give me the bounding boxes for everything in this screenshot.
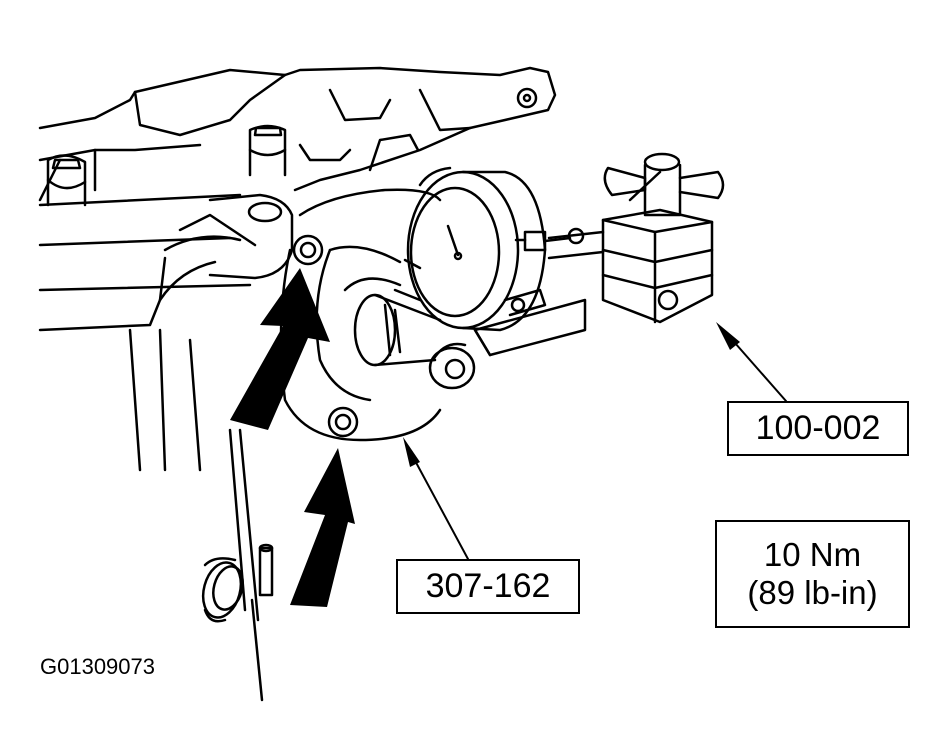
callout-tool-100-002: 100-002 (727, 401, 909, 456)
callout-tool-307-162: 307-162 (396, 559, 580, 614)
pointer-arrow-upper-bolt (230, 268, 330, 430)
torque-spec-box: 10 Nm (89 lb-in) (715, 520, 910, 628)
seal-ring (201, 557, 244, 623)
dowel-pin (258, 543, 274, 597)
bolt-left (46, 154, 87, 207)
shaft (353, 293, 442, 367)
torque-lbin: (89 lb-in) (747, 574, 878, 611)
magnetic-base (547, 152, 725, 324)
callout-tool-100-002-label: 100-002 (755, 409, 881, 447)
dial-indicator (393, 166, 585, 332)
torque-nm: 10 Nm (763, 536, 862, 573)
leader-arrowheads (403, 322, 740, 467)
pointer-arrow-lower-bolt (290, 448, 355, 607)
leader-lines (411, 334, 787, 560)
arrowhead-307-162 (403, 437, 420, 467)
dial-plunger (428, 288, 587, 390)
figure-id: G01309073 (40, 654, 155, 679)
arrowhead-100-002 (716, 322, 740, 350)
bolt-center (248, 124, 287, 177)
pointer-arrows (230, 268, 355, 607)
callout-tool-307-162-label: 307-162 (425, 567, 551, 605)
